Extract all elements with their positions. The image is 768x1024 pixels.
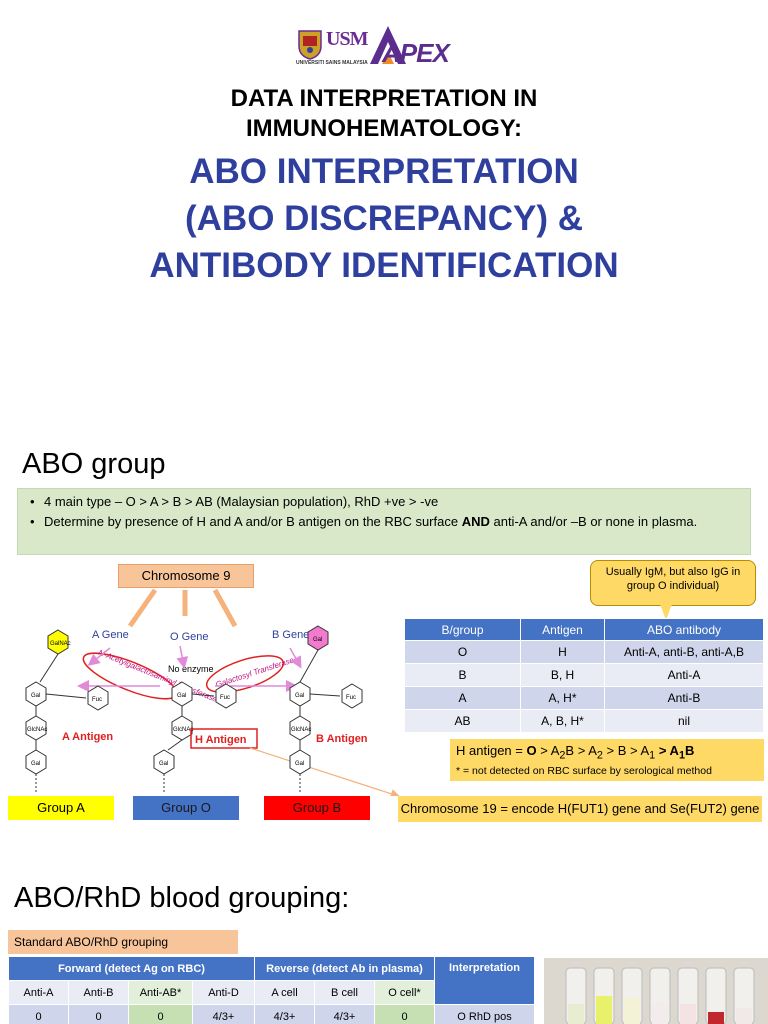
blood-grouping-slide: ABO/RhD blood grouping: Standard ABO/RhD… — [0, 874, 768, 1024]
a-antigen-chain: GalNAc Gal Fuc GlcNAc Gal A Antigen — [25, 629, 113, 794]
logo-bar: USM UNIVERSITI SAINS MALAYSIA APEX — [296, 24, 466, 70]
callout-tail — [660, 604, 672, 620]
arrow-to-b-gene — [212, 588, 238, 628]
h-antigen-order: H antigen = O > A2B > A2 > B > A1 > A1B — [456, 743, 695, 762]
table-row: B B, H Anti-A — [404, 663, 764, 687]
h-antigen-note: * = not detected on RBC surface by serol… — [456, 764, 712, 777]
apex-logo-text: APEX — [382, 38, 450, 68]
tube-photo-image — [544, 958, 768, 1024]
h-antigen-chain: Gal Fuc GlcNAc Gal H Antigen — [153, 681, 400, 796]
bullet-item: 4 main type – O > A > B > AB (Malaysian … — [28, 493, 740, 510]
title-slide: USM UNIVERSITI SAINS MALAYSIA APEX DATA … — [0, 0, 768, 430]
subtitle-line-2: (ABO DISCREPANCY) & — [185, 199, 583, 238]
table-row: A A, H* Anti-B — [404, 686, 764, 710]
abo-group-slide: ABO group 4 main type – O > A > B > AB (… — [0, 436, 768, 868]
slide-heading: ABO/RhD blood grouping: — [14, 882, 350, 914]
grouping-table: Forward (detect Ag on RBC) Reverse (dete… — [8, 956, 535, 1024]
svg-text:Gal: Gal — [295, 761, 304, 767]
slide-heading: ABO group — [22, 448, 166, 480]
forward-header: Forward (detect Ag on RBC) — [8, 956, 255, 981]
b-transferase-ellipse — [205, 655, 285, 693]
table-row: O H Anti-A, anti-B, anti-A,B — [404, 640, 764, 664]
h-antigen-order-box: H antigen = O > A2B > A2 > B > A1 > A1B … — [450, 739, 764, 781]
svg-text:GalNAc: GalNAc — [50, 641, 71, 647]
group-o-label: Group O — [133, 796, 239, 820]
usm-logo-subtext: UNIVERSITI SAINS MALAYSIA — [296, 60, 368, 66]
svg-text:Gal: Gal — [159, 761, 168, 767]
slide-subtitle: ABO INTERPRETATION (ABO DISCREPANCY) & A… — [0, 148, 768, 289]
group-a-label: Group A — [8, 796, 114, 820]
svg-text:Gal: Gal — [31, 693, 40, 699]
standard-grouping-label: Standard ABO/RhD grouping — [8, 930, 238, 954]
svg-text:Gal: Gal — [313, 637, 322, 643]
arrow-to-a-gene — [127, 588, 158, 628]
usm-crest-icon — [298, 30, 322, 60]
svg-text:GlcNAc: GlcNAc — [27, 727, 47, 733]
chromosome-9-label: Chromosome 9 — [118, 564, 254, 588]
antibody-callout: Usually IgM, but also IgG in group O ind… — [590, 560, 756, 606]
usm-logo-text: USM — [326, 28, 368, 50]
column-header: Antigen — [520, 618, 605, 641]
b-antigen-label: B Antigen — [316, 733, 368, 745]
o-gene-label: O Gene — [170, 631, 209, 643]
table-row: 0 0 0 4/3+ 4/3+ 4/3+ 0 O RhD pos — [8, 1004, 535, 1024]
slide-title: DATA INTERPRETATION IN IMMUNOHEMATOLOGY: — [0, 84, 768, 144]
table-group-header-row: Forward (detect Ag on RBC) Reverse (dete… — [8, 956, 535, 1005]
column-header: B/group — [404, 618, 521, 641]
column-header: ABO antibody — [604, 618, 764, 641]
svg-text:Fuc: Fuc — [346, 695, 356, 701]
reverse-header: Reverse (detect Ab in plasma) — [254, 956, 435, 981]
bullet-item: Determine by presence of H and A and/or … — [28, 513, 740, 530]
summary-box: 4 main type – O > A > B > AB (Malaysian … — [17, 488, 751, 555]
svg-text:Fuc: Fuc — [92, 697, 102, 703]
a-transferase-label: N-Acetylgalactosaminyl Transferase — [97, 648, 219, 704]
chromosome-19-label: Chromosome 19 = encode H(FUT1) gene and … — [398, 796, 762, 822]
group-b-label: Group B — [264, 796, 370, 820]
apex-logo-icon — [370, 26, 406, 64]
table-row: AB A, B, H* nil — [404, 709, 764, 733]
blood-group-table: B/group Antigen ABO antibody O H Anti-A,… — [404, 618, 764, 733]
a-antigen-label: A Antigen — [62, 731, 113, 743]
no-enzyme-label: No enzyme — [168, 664, 214, 674]
table-header-row: B/group Antigen ABO antibody — [404, 618, 764, 641]
svg-text:Gal: Gal — [295, 693, 304, 699]
svg-text:GlcNAc: GlcNAc — [173, 727, 193, 733]
title-line-2: IMMUNOHEMATOLOGY: — [246, 115, 522, 142]
b-antigen-chain: Gal Gal Fuc GlcNAc Gal B Antigen — [289, 625, 368, 794]
svg-text:GlcNAc: GlcNAc — [291, 727, 311, 733]
table-subheader-row: Anti-A Anti-B Anti-AB* Anti-D A cell B c… — [8, 980, 535, 1005]
subtitle-line-1: ABO INTERPRETATION — [189, 152, 579, 191]
interpretation-header: Interpretation — [434, 956, 535, 1005]
svg-text:Gal: Gal — [177, 693, 186, 699]
svg-text:Fuc: Fuc — [220, 695, 230, 701]
test-tubes-illustration — [544, 958, 768, 1024]
h-antigen-label: H Antigen — [195, 734, 247, 746]
svg-text:Gal: Gal — [31, 761, 40, 767]
b-gene-label: B Gene — [272, 629, 309, 641]
subtitle-line-3: ANTIBODY IDENTIFICATION — [149, 246, 619, 285]
a-gene-label: A Gene — [92, 629, 129, 641]
abo-antigen-diagram: A Gene O Gene B Gene N-Acetylgalactosami… — [25, 588, 400, 796]
title-line-1: DATA INTERPRETATION IN — [230, 85, 538, 112]
